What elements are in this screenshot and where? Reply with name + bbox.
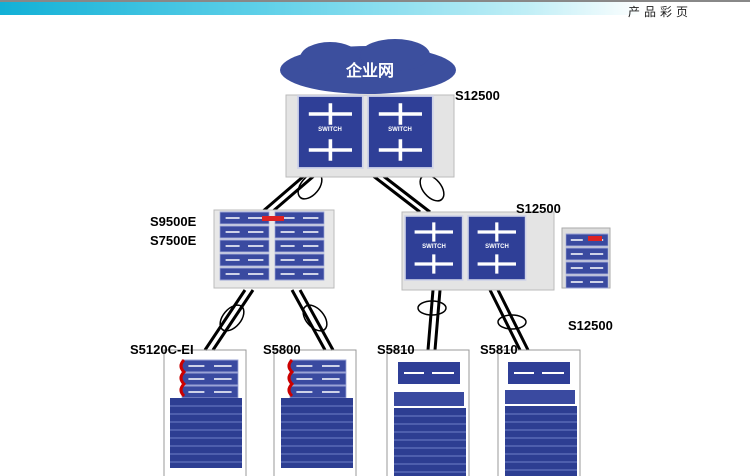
agg-left-label-1: S9500E	[150, 214, 197, 229]
core-label: S12500	[455, 88, 500, 103]
header-band	[0, 2, 750, 15]
access-label-1: S5120C-EI	[130, 342, 194, 357]
agg-right-switch-text-2: SWITCH	[485, 244, 509, 250]
agg-right-switch-text-1: SWITCH	[422, 244, 446, 250]
access-group-2: S5800	[263, 342, 357, 476]
core-switch-text-2: SWITCH	[388, 127, 412, 133]
enterprise-network-cloud: 企业网	[280, 39, 456, 94]
agg-right-switch: SWITCH SWITCH S12500	[401, 201, 561, 291]
access-group-4: S5810	[480, 342, 581, 476]
header-title: 产品彩页	[628, 5, 693, 19]
access-group-1: S5120C-EI	[130, 342, 247, 476]
agg-left-label-2: S7500E	[150, 233, 197, 248]
access-label-4: S5810	[480, 342, 518, 357]
core-switch: SWITCH SWITCH S12500	[285, 88, 500, 178]
access-label-3: S5810	[377, 342, 415, 357]
cloud-label: 企业网	[345, 61, 394, 80]
agg-right-label: S12500	[516, 201, 561, 216]
agg-right-side-switch: S12500	[561, 227, 613, 333]
core-switch-text-1: SWITCH	[318, 127, 342, 133]
top-border	[0, 0, 750, 2]
agg-left-switch: S9500E S7500E	[150, 209, 335, 289]
access-label-2: S5800	[263, 342, 301, 357]
access-group-3: S5810	[377, 342, 470, 476]
links	[203, 172, 530, 351]
agg-right-side-label: S12500	[568, 318, 613, 333]
